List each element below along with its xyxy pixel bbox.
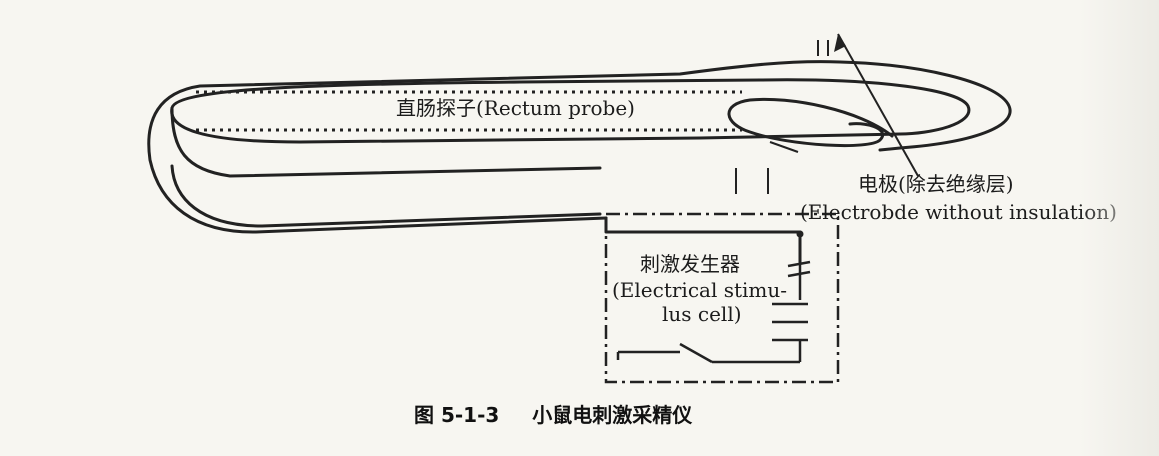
probe-tip-spiral (727, 97, 894, 147)
body-inner-edge (170, 164, 602, 228)
stimulator-box (604, 212, 840, 384)
switch-contact-icon (796, 230, 804, 238)
figure-caption: 图 5-1-3 小鼠电刺激采精仪 (414, 402, 692, 428)
small-pointer (769, 141, 799, 153)
stimulator-label-cn: 刺激发生器 (640, 252, 740, 276)
stimulator-label-en-line1: (Electrical stimu- (612, 278, 788, 302)
electrode-label-en: (Electrobde without insulation) (800, 200, 1117, 224)
figure-title: 小鼠电刺激采精仪 (532, 403, 693, 427)
page-edge-shadow (1079, 0, 1159, 456)
mouse-body-outline (147, 60, 1012, 234)
rectum-probe-outline (170, 78, 971, 144)
stimulator-circuit (616, 260, 811, 364)
stimulator-label-en-line2: lus cell) (662, 302, 742, 326)
electrode-label-cn: 电极(除去绝缘层) (858, 172, 1014, 196)
arrowhead-icon (834, 34, 846, 52)
figure-number: 图 5-1-3 (414, 403, 500, 427)
body-left-wrap (170, 106, 602, 178)
rectum-probe-label: 直肠探子(Rectum probe) (396, 96, 635, 120)
electrode-pointer (837, 33, 919, 177)
